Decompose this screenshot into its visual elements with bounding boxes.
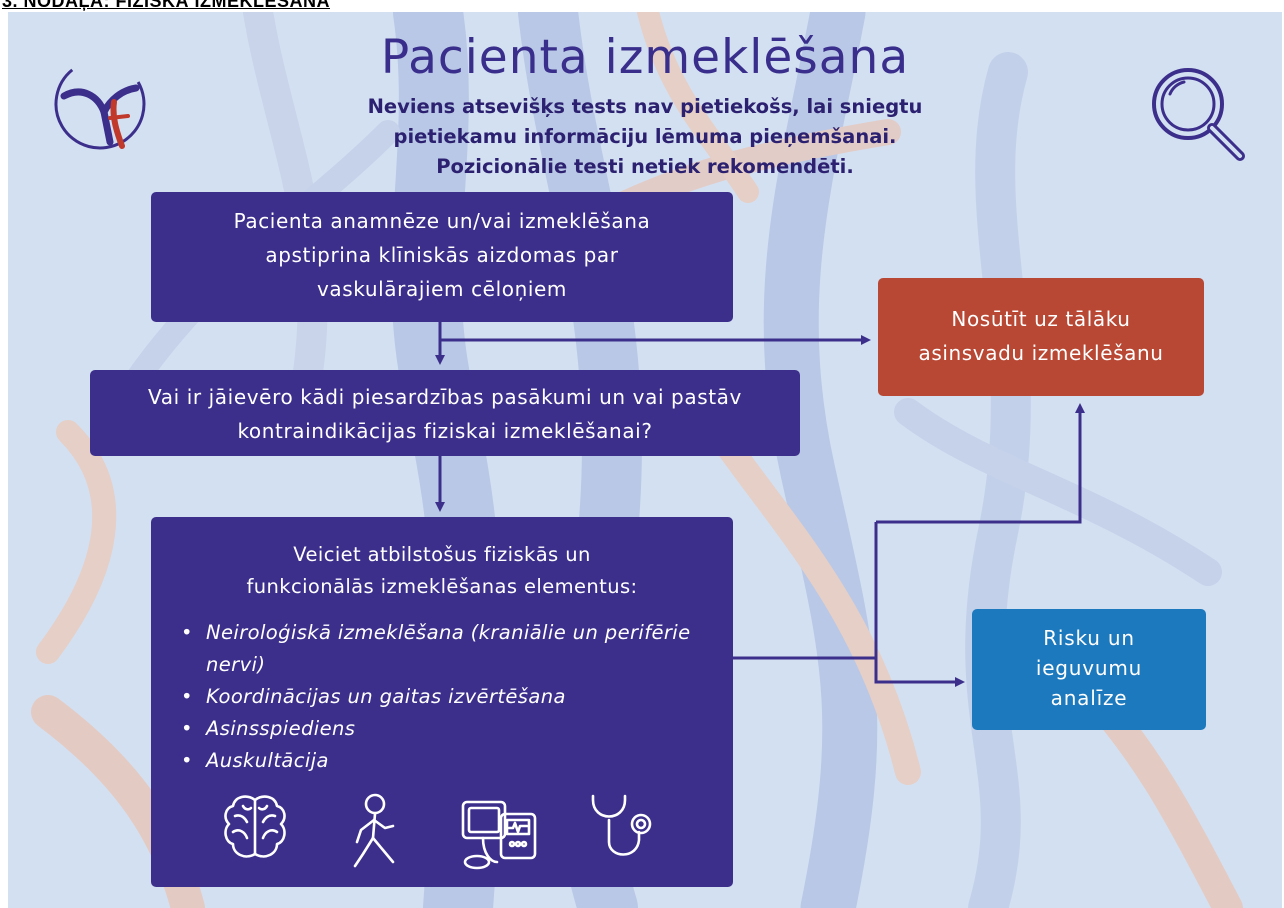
walking-person-icon <box>353 793 395 868</box>
examination-item-neuro: Neiroloģiskā izmeklēšana (kraniālie un p… <box>181 617 721 681</box>
risk-line-3: analīze <box>1050 686 1128 710</box>
history-line-3: vaskulārajiem cēloņiem <box>316 277 568 301</box>
examination-item-coordination: Koordinācijas un gaitas izvērtēšana <box>181 681 721 713</box>
precautions-line-2: kontraindikācijas fiziskai izmeklēšanai? <box>237 419 653 443</box>
page-title: Pacienta izmeklēšana <box>380 30 910 85</box>
examination-item-auscultation: Auskultācija <box>181 745 721 777</box>
precautions-box: Vai ir jāievēro kādi piesardzības pasāku… <box>90 370 800 456</box>
risk-benefit-box: Risku un ieguvumu analīze <box>972 609 1206 730</box>
refer-line-2: asinsvadu izmeklēšanu <box>918 341 1164 365</box>
subtitle-line-3: Pozicionālie testi netiek rekomendēti. <box>436 155 854 178</box>
stethoscope-icon <box>591 794 652 856</box>
risk-line-1: Risku un <box>1043 626 1135 650</box>
examination-intro-line-1: Veiciet atbilstošus fiziskās un <box>293 543 591 566</box>
blood-pressure-monitor-icon <box>461 800 537 870</box>
subtitle-line-1: Neviens atsevišķs tests nav pietiekošs, … <box>367 95 923 118</box>
examination-intro: Veiciet atbilstošus fiziskās un funkcion… <box>151 539 733 603</box>
logo-icon <box>54 58 146 150</box>
refer-box: Nosūtīt uz tālāku asinsvadu izmeklēšanu <box>878 278 1204 396</box>
refer-line-1: Nosūtīt uz tālāku <box>951 307 1131 331</box>
examination-intro-line-2: funkcionālās izmeklēšanas elementus: <box>246 575 638 598</box>
history-line-2: apstiprina klīniskās aizdomas par <box>265 243 619 267</box>
brain-icon <box>224 795 286 858</box>
magnifier-icon <box>1152 68 1245 161</box>
precautions-line-1: Vai ir jāievēro kādi piesardzības pasāku… <box>148 385 742 409</box>
infographic-poster: Pacienta izmeklēšana Neviens atsevišķs t… <box>8 12 1282 908</box>
examination-icons <box>221 792 681 872</box>
section-header: 3. NODAĻA: FIZISKĀ IZMEKLĒŠANA <box>0 0 1284 12</box>
subtitle: Neviens atsevišķs tests nav pietiekošs, … <box>8 92 1282 182</box>
vessel-background <box>31 12 1243 908</box>
risk-line-2: ieguvumu <box>1035 656 1143 680</box>
subtitle-line-2: pietiekamu informāciju lēmuma pieņemšana… <box>393 125 897 148</box>
section-label: 3. NODAĻA: FIZISKĀ IZMEKLĒŠANA <box>2 0 330 11</box>
examination-list: Neiroloģiskā izmeklēšana (kraniālie un p… <box>181 617 721 777</box>
history-line-1: Pacienta anamnēze un/vai izmeklēšana <box>233 209 651 233</box>
examination-item-blood-pressure: Asinsspiediens <box>181 713 721 745</box>
history-box: Pacienta anamnēze un/vai izmeklēšana aps… <box>151 192 733 322</box>
